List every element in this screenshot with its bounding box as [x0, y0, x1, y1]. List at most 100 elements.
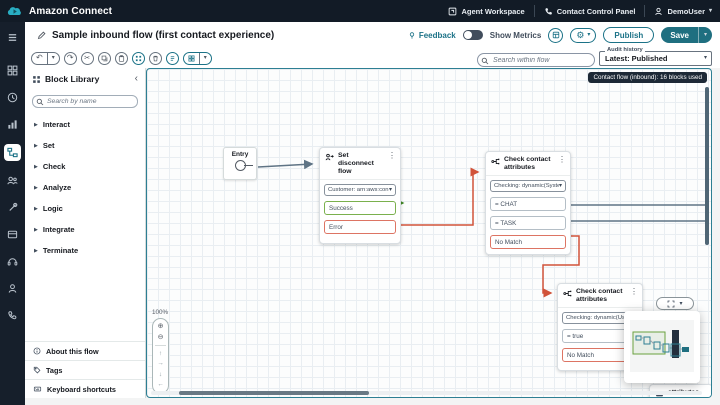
flow-settings-menu[interactable]: ⚙ ▾: [570, 28, 596, 43]
undo-icon[interactable]: ↶: [32, 53, 47, 64]
publish-button[interactable]: Publish: [603, 27, 654, 43]
show-metrics-toggle[interactable]: [463, 30, 483, 40]
category-interact[interactable]: ▶Interact: [25, 114, 145, 135]
category-terminate[interactable]: ▶Terminate: [25, 240, 145, 261]
pan-down-button[interactable]: ↓: [159, 372, 162, 379]
collapse-panel-button[interactable]: ‹: [135, 74, 138, 84]
block-search-input[interactable]: [32, 95, 138, 108]
save-split-button[interactable]: Save ▾: [661, 27, 712, 43]
cut-button[interactable]: ✂: [81, 52, 94, 65]
keyboard-shortcuts-button[interactable]: Keyboard shortcuts: [25, 379, 145, 398]
node-set-disconnect-flow[interactable]: Set disconnect flow ⋮ Customer: arn:aws:…: [319, 147, 401, 244]
expand-triangle-icon: ▶: [34, 206, 38, 212]
canvas-vertical-scrollbar[interactable]: [705, 87, 709, 245]
view-options-menu[interactable]: ▾: [183, 52, 212, 65]
pan-right-button[interactable]: →: [157, 361, 164, 368]
kebab-menu-icon[interactable]: ⋮: [558, 156, 566, 164]
phone-icon: [544, 7, 553, 16]
annotations-button[interactable]: [166, 52, 179, 65]
brand-name: Amazon Connect: [29, 6, 112, 17]
delete-button[interactable]: [149, 52, 162, 65]
zoom-in-button[interactable]: ⊕: [158, 323, 164, 330]
historical-metrics-icon[interactable]: [5, 90, 20, 105]
category-analyze[interactable]: ▶Analyze: [25, 177, 145, 198]
notes-icon: [169, 55, 176, 62]
entry-output-port[interactable]: [235, 160, 246, 171]
output-chat[interactable]: = CHAT: [490, 197, 566, 211]
output-task[interactable]: = TASK: [490, 216, 566, 230]
expand-triangle-icon: ▶: [34, 248, 38, 254]
workspace-icon: [448, 7, 457, 16]
output-no-match[interactable]: No Match: [490, 235, 566, 249]
kebab-menu-icon[interactable]: ⋮: [630, 288, 638, 296]
headset-icon[interactable]: [5, 254, 20, 269]
flows-icon[interactable]: [4, 144, 21, 161]
voice-id-icon[interactable]: [5, 308, 20, 323]
metrics-panel-button[interactable]: [548, 28, 563, 43]
tags-button[interactable]: Tags: [25, 360, 145, 379]
realtime-metrics-icon[interactable]: [5, 117, 20, 132]
undo-caret[interactable]: ▾: [47, 53, 59, 64]
chevron-down-icon: ▾: [559, 183, 562, 189]
expand-triangle-icon: ▶: [34, 185, 38, 191]
user-icon: [654, 7, 663, 16]
blocks-grid-icon: [32, 75, 41, 84]
category-integrate[interactable]: ▶Integrate: [25, 219, 145, 240]
audit-history-dropdown[interactable]: Audit history Latest: Published ▾: [599, 51, 712, 66]
copy-icon: [101, 55, 108, 62]
connect-cloud-icon: [7, 6, 23, 17]
category-logic[interactable]: ▶Logic: [25, 198, 145, 219]
copy-button[interactable]: [98, 52, 111, 65]
dashboard-icon[interactable]: [5, 63, 20, 78]
scissors-icon: ✂: [84, 55, 90, 62]
output-success[interactable]: Success: [324, 201, 396, 215]
paste-icon: [118, 55, 125, 62]
amazon-connect-logo[interactable]: Amazon Connect: [0, 6, 112, 17]
pan-up-button[interactable]: ↑: [159, 351, 162, 358]
kebab-menu-icon[interactable]: ⋮: [388, 152, 396, 160]
contact-control-panel-label: Contact Control Panel: [557, 7, 636, 16]
about-this-flow-button[interactable]: About this flow: [25, 341, 145, 360]
layout-icon[interactable]: [184, 53, 199, 64]
tools-icon[interactable]: [5, 200, 20, 215]
flow-canvas[interactable]: Contact flow (inbound): 16 blocks used E…: [146, 68, 712, 398]
audit-history-value: Latest: Published: [600, 54, 668, 63]
edit-pencil-icon[interactable]: [37, 31, 46, 40]
set-disconnect-param-dropdown[interactable]: Customer: arn:aws:connec... ▾: [324, 184, 396, 196]
hamburger-menu-icon[interactable]: [5, 30, 20, 45]
save-button[interactable]: Save: [661, 27, 698, 43]
feedback-label: Feedback: [419, 31, 456, 40]
contact-control-panel-link[interactable]: Contact Control Panel: [544, 7, 636, 16]
search-within-flow-input[interactable]: [477, 53, 595, 67]
check1-param-dropdown[interactable]: Checking: dynamic(Syste... ▾: [490, 180, 566, 192]
divider: [155, 345, 166, 346]
paste-button[interactable]: [115, 52, 128, 65]
view-options-caret[interactable]: ▾: [199, 53, 211, 64]
pan-left-button[interactable]: ←: [157, 382, 164, 389]
channels-icon[interactable]: [5, 227, 20, 242]
node-check-contact-attributes-1[interactable]: Check contact attributes ⋮ Checking: dyn…: [485, 151, 571, 255]
audit-history-label: Audit history: [605, 47, 645, 53]
profile-icon[interactable]: [5, 281, 20, 296]
show-metrics-label: Show Metrics: [490, 31, 542, 40]
category-set[interactable]: ▶Set: [25, 135, 145, 156]
agent-workspace-link[interactable]: Agent Workspace: [448, 7, 524, 16]
minimap-toggle-button[interactable]: ▾: [656, 297, 694, 310]
output-error[interactable]: Error: [324, 220, 396, 234]
agent-workspace-label: Agent Workspace: [461, 7, 524, 16]
undo-split-button[interactable]: ↶ ▾: [31, 52, 60, 65]
feedback-button[interactable]: Feedback: [408, 31, 456, 40]
user-menu[interactable]: DemoUser ▾: [654, 7, 712, 16]
redo-button[interactable]: ↷: [64, 52, 77, 65]
chevron-down-icon: ▾: [587, 32, 590, 38]
snap-to-grid-button[interactable]: [132, 52, 145, 65]
entry-node[interactable]: Entry: [223, 147, 257, 180]
minimap-view[interactable]: [630, 320, 694, 372]
canvas-horizontal-scrollbar[interactable]: [179, 391, 369, 395]
category-check[interactable]: ▶Check: [25, 156, 145, 177]
save-options-caret[interactable]: ▾: [698, 27, 712, 43]
minimap-panel[interactable]: [624, 311, 700, 383]
flow-title: Sample inbound flow (first contact exper…: [52, 30, 274, 41]
users-icon[interactable]: [5, 173, 20, 188]
zoom-out-button[interactable]: ⊖: [158, 334, 164, 341]
